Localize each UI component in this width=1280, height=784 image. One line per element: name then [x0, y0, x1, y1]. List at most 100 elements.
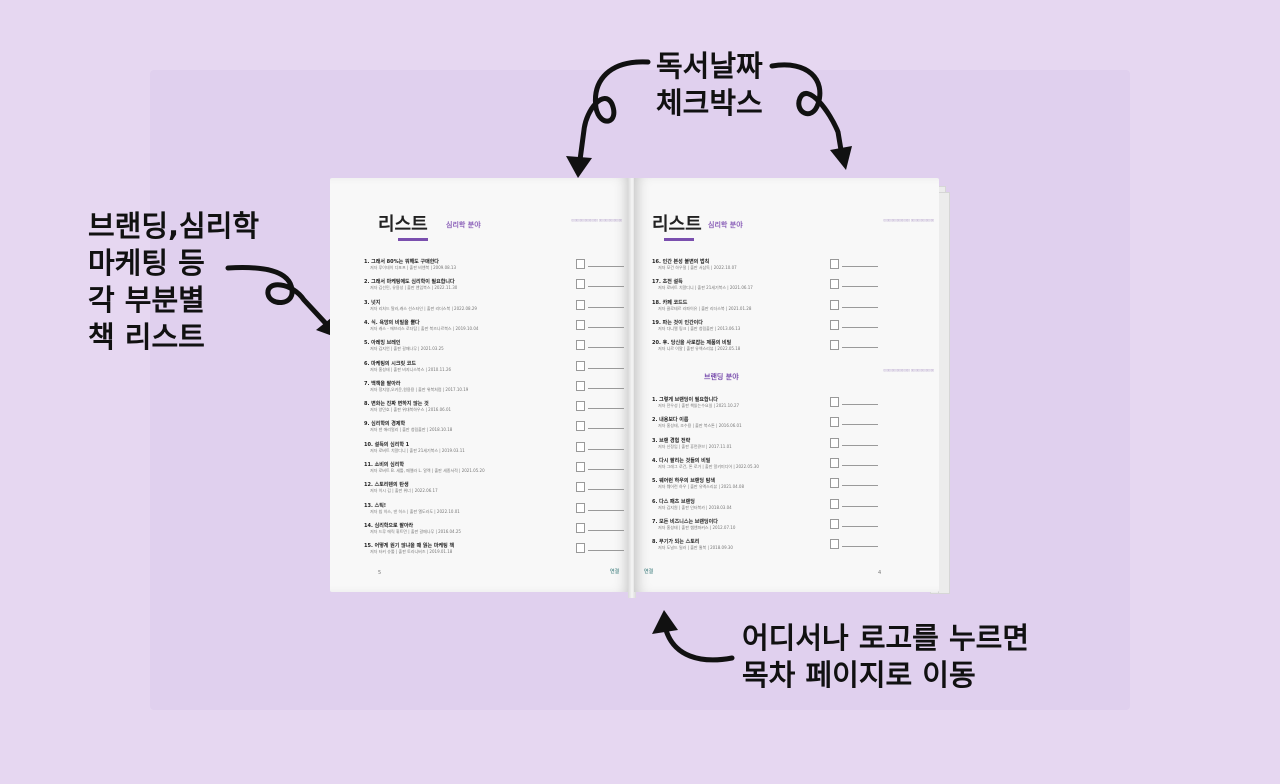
list-item-meta: 저자 모건 하우절 | 출판 서삼독 | 2022.10.07: [658, 265, 737, 270]
reading-date-checkbox[interactable]: [830, 498, 839, 509]
left-page-hint: ▯▯▯▯▯▯▯▯▯▯▯▯▯▯▯▯ ▯▯▯▯▯▯▯▯▯▯▯▯▯▯: [571, 218, 622, 222]
reading-date-checkbox[interactable]: [830, 397, 839, 407]
list-item-title: 18. 카페 코드드: [652, 299, 688, 306]
reading-date-line[interactable]: [588, 326, 624, 328]
reading-date-checkbox[interactable]: [576, 259, 585, 269]
reading-date-checkbox[interactable]: [830, 319, 839, 330]
annotation-categories: 브랜딩,심리학 마케팅 등 각 부분별 책 리스트: [88, 209, 260, 354]
arrow-top-left: [577, 59, 651, 163]
list-item-title: 15. 어떻게 원기 않냐을 때 읽는 마케팅 책: [364, 543, 455, 550]
reading-date-line[interactable]: [588, 469, 624, 470]
reading-date-checkbox[interactable]: [576, 340, 585, 351]
list-item-meta: 저자 홍성태 | 출판 비지니스북스 | 2010.11.26: [370, 366, 452, 372]
reading-date-checkbox[interactable]: [830, 340, 839, 351]
title-underline-right: [664, 238, 694, 241]
reading-date-line[interactable]: [588, 529, 624, 531]
reading-date-checkbox[interactable]: [830, 417, 839, 428]
reading-date-checkbox[interactable]: [576, 299, 585, 310]
reading-date-line[interactable]: [842, 464, 878, 466]
reading-date-checkbox[interactable]: [576, 279, 585, 290]
list-item-meta: 저자 댄 애리얼리 | 출판 청림출판 | 2018.10.18: [370, 427, 453, 433]
reading-date-line[interactable]: [842, 525, 878, 527]
reading-date-line[interactable]: [842, 424, 878, 426]
reading-date-line[interactable]: [588, 306, 624, 308]
reading-date-checkbox[interactable]: [576, 502, 585, 513]
reading-date-checkbox[interactable]: [576, 421, 585, 432]
reading-date-line[interactable]: [842, 306, 878, 308]
reading-date-checkbox[interactable]: [830, 437, 839, 448]
reading-date-line[interactable]: [588, 347, 624, 349]
list-item-title: 7. 백책을 팔아라: [364, 380, 401, 387]
reading-date-line[interactable]: [842, 546, 878, 548]
list-item-title: 20. 후. 당신을 사로잡는 제품의 비밀: [652, 340, 732, 347]
list-item-title: 4. 식. 욕망의 비밀을 뿔다: [364, 319, 420, 326]
list-item-meta: 저자 그레그 로건, 톤 로거 | 출판 알키미디어 | 2022.05.30: [658, 463, 759, 469]
reading-date-line[interactable]: [588, 367, 624, 369]
reading-date-checkbox[interactable]: [830, 539, 839, 550]
list-item-title: 2. 내용보다 이름: [652, 417, 689, 424]
list-item-title: 11. 소비의 심리학: [364, 462, 404, 468]
reading-date-checkbox[interactable]: [576, 401, 585, 412]
reading-date-checkbox[interactable]: [576, 462, 585, 472]
list-item-title: 10. 설득의 심리학 1: [364, 441, 410, 448]
logo-left[interactable]: 연결: [610, 569, 620, 575]
list-item-meta: 저자 터커 슈톨 | 출판 토라니버즈 | 2019.01.18: [370, 549, 453, 555]
list-item-title: 5. 아레밍 브레인: [364, 340, 401, 347]
arrowhead-bottom: [652, 610, 678, 634]
book-spine: [628, 178, 636, 598]
list-item-meta: 저자 다니엘 핑크 | 출판 청림출판 | 2013.06.13: [658, 325, 741, 331]
reading-date-line[interactable]: [588, 408, 624, 410]
reading-date-checkbox[interactable]: [830, 259, 839, 269]
list-item-meta: 저자 전우성 | 출판 책읽는수요일 | 2021.10.27: [658, 403, 740, 408]
list-item-title: 6. 다스 패츠 브랜딩: [652, 498, 695, 505]
reading-date-line[interactable]: [842, 347, 878, 349]
reading-date-checkbox[interactable]: [830, 279, 839, 290]
reading-date-line[interactable]: [588, 266, 624, 267]
list-item-title: 7. 모든 비즈니스는 브랜딩이다: [652, 518, 718, 525]
reading-date-line[interactable]: [842, 404, 878, 405]
reading-date-line[interactable]: [842, 326, 878, 328]
reading-date-checkbox[interactable]: [830, 518, 839, 529]
reading-date-line[interactable]: [588, 509, 624, 511]
left-page-title: 리스트: [378, 214, 428, 235]
reading-date-checkbox[interactable]: [576, 482, 585, 493]
left-page-number: 5: [378, 570, 382, 576]
reading-date-checkbox[interactable]: [576, 441, 585, 452]
list-item-title: 8. 무기가 되는 스토리: [652, 539, 700, 546]
arrow-bottom: [663, 627, 735, 663]
annotation-logo: 어디서나 로고를 누르면 목차 페이지로 이동: [742, 621, 1029, 692]
reading-date-line[interactable]: [588, 489, 624, 491]
reading-date-line[interactable]: [842, 505, 878, 507]
reading-date-line[interactable]: [842, 286, 878, 288]
arrowhead-top-right: [830, 146, 852, 170]
reading-date-checkbox[interactable]: [830, 457, 839, 468]
reading-date-line[interactable]: [842, 266, 878, 267]
reading-date-checkbox[interactable]: [576, 543, 585, 554]
reading-date-line[interactable]: [588, 448, 624, 450]
annotation-checkbox: 독서날짜 체크박스: [656, 49, 763, 120]
list-item-title: 14. 심리학으로 팔아라: [364, 522, 414, 529]
reading-date-line[interactable]: [842, 444, 878, 446]
branding-hint: ▯▯▯▯▯▯▯▯▯▯▯▯▯▯▯▯ ▯▯▯▯▯▯▯▯▯▯▯▯▯▯: [883, 368, 934, 372]
page-stack-2: [938, 192, 950, 594]
reading-date-line[interactable]: [842, 485, 878, 487]
list-item-meta: 저자 양민호 | 출판 위대북하우스 | 2016.06.01: [370, 407, 452, 413]
reading-date-line[interactable]: [588, 550, 624, 552]
reading-date-checkbox[interactable]: [830, 478, 839, 489]
reading-date-checkbox[interactable]: [576, 522, 585, 533]
reading-date-checkbox[interactable]: [576, 319, 585, 330]
logo-right[interactable]: 연결: [644, 569, 654, 575]
list-item-meta: 저자 김지언 | 출판 갈매나무 | 2021.03.25: [370, 346, 444, 352]
reading-date-line[interactable]: [588, 428, 624, 430]
list-item-meta: 저자 김선민, 유용성 | 출판 앤입북스 | 2022.11.30: [370, 285, 458, 291]
reading-date-line[interactable]: [588, 387, 624, 389]
reading-date-checkbox[interactable]: [576, 380, 585, 391]
list-item-meta: 저자 로버트 치알디니 | 출판 21세기북스 | 2021.06.17: [658, 285, 753, 291]
list-item-meta: 저자 칩 히스, 댄 히스 | 출판 엘도라도 | 2022.10.01: [370, 508, 460, 514]
reading-date-line[interactable]: [588, 286, 624, 288]
reading-date-checkbox[interactable]: [576, 360, 585, 371]
open-book: 리스트 심리학 분야 ▯▯▯▯▯▯▯▯▯▯▯▯▯▯▯▯ ▯▯▯▯▯▯▯▯▯▯▯▯…: [330, 178, 950, 606]
list-item-meta: 저자 도널드 밀러 | 출판 윌북 | 2018.09.30: [658, 545, 733, 551]
reading-date-checkbox[interactable]: [830, 299, 839, 310]
list-item-title: 1. 그래서 80%는 뭐해도 구매한다: [364, 259, 439, 265]
